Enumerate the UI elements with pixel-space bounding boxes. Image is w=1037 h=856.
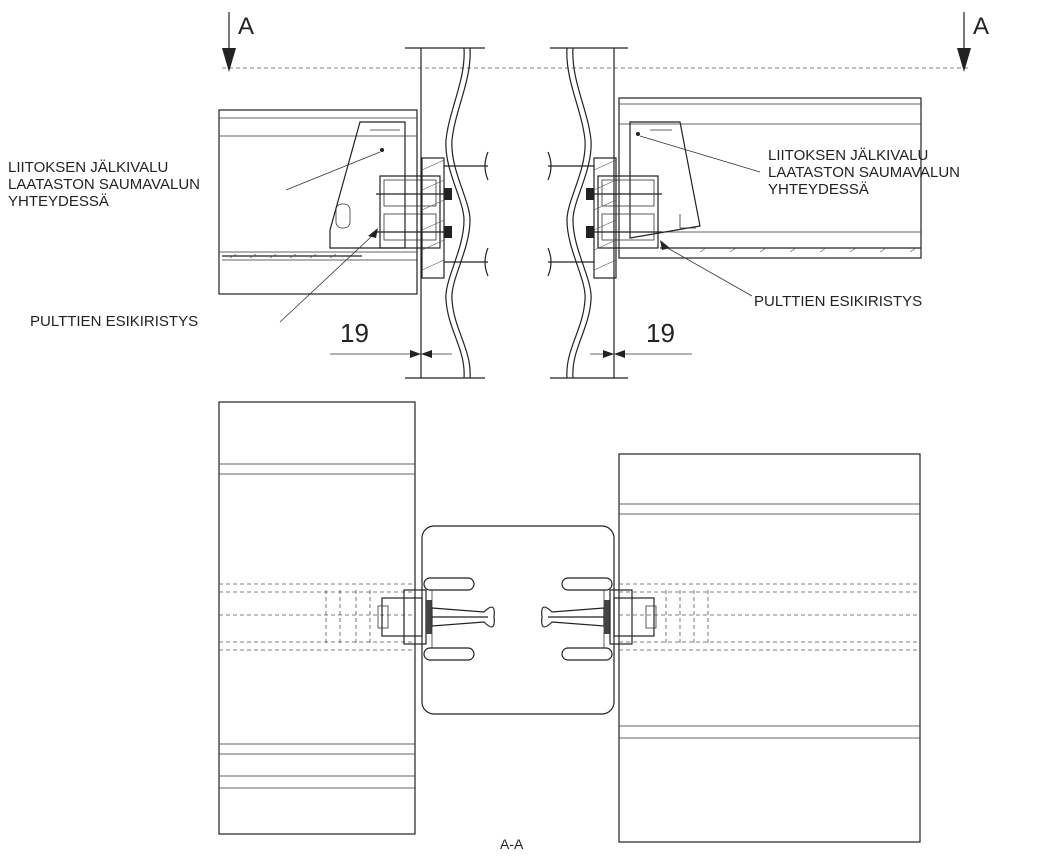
right-grout-note-line-1: LIITOKSEN JÄLKIVALU bbox=[768, 147, 928, 164]
left-grout-note-line-2: LAATASTON SAUMAVALUN bbox=[8, 176, 200, 193]
left-beam-elevation bbox=[218, 109, 418, 295]
left-column-elevation bbox=[405, 47, 485, 379]
section-mark-left: A bbox=[238, 13, 254, 40]
left-grout-note-line-1: LIITOKSEN JÄLKIVALU bbox=[8, 159, 168, 176]
dimension-left-value: 19 bbox=[340, 318, 369, 348]
right-bolt-assembly bbox=[547, 151, 670, 279]
section-cut-line bbox=[222, 12, 971, 72]
right-grout-note-line-2: LAATASTON SAUMAVALUN bbox=[768, 164, 960, 181]
dimension-right bbox=[590, 350, 692, 358]
right-beam-elevation bbox=[618, 97, 922, 259]
right-slab-plan bbox=[618, 453, 921, 843]
center-column-plan bbox=[421, 525, 615, 715]
left-plate-plan bbox=[377, 589, 495, 645]
left-slab-plan bbox=[218, 401, 416, 835]
right-column-elevation bbox=[550, 47, 628, 379]
right-plate-plan bbox=[541, 589, 657, 645]
right-grout-note-line-3: YHTEYDESSÄ bbox=[768, 181, 869, 198]
dimension-right-value: 19 bbox=[646, 318, 675, 348]
leader-lines bbox=[279, 135, 761, 323]
left-bolts-note: PULTTIEN ESIKIRISTYS bbox=[30, 313, 198, 330]
left-bolt-assembly bbox=[368, 151, 489, 279]
right-bolts-note: PULTTIEN ESIKIRISTYS bbox=[754, 293, 922, 310]
section-caption: A-A bbox=[500, 836, 524, 852]
left-grout-note-line-3: YHTEYDESSÄ bbox=[8, 193, 109, 210]
section-mark-right: A bbox=[973, 13, 989, 40]
dimension-left bbox=[330, 350, 452, 358]
